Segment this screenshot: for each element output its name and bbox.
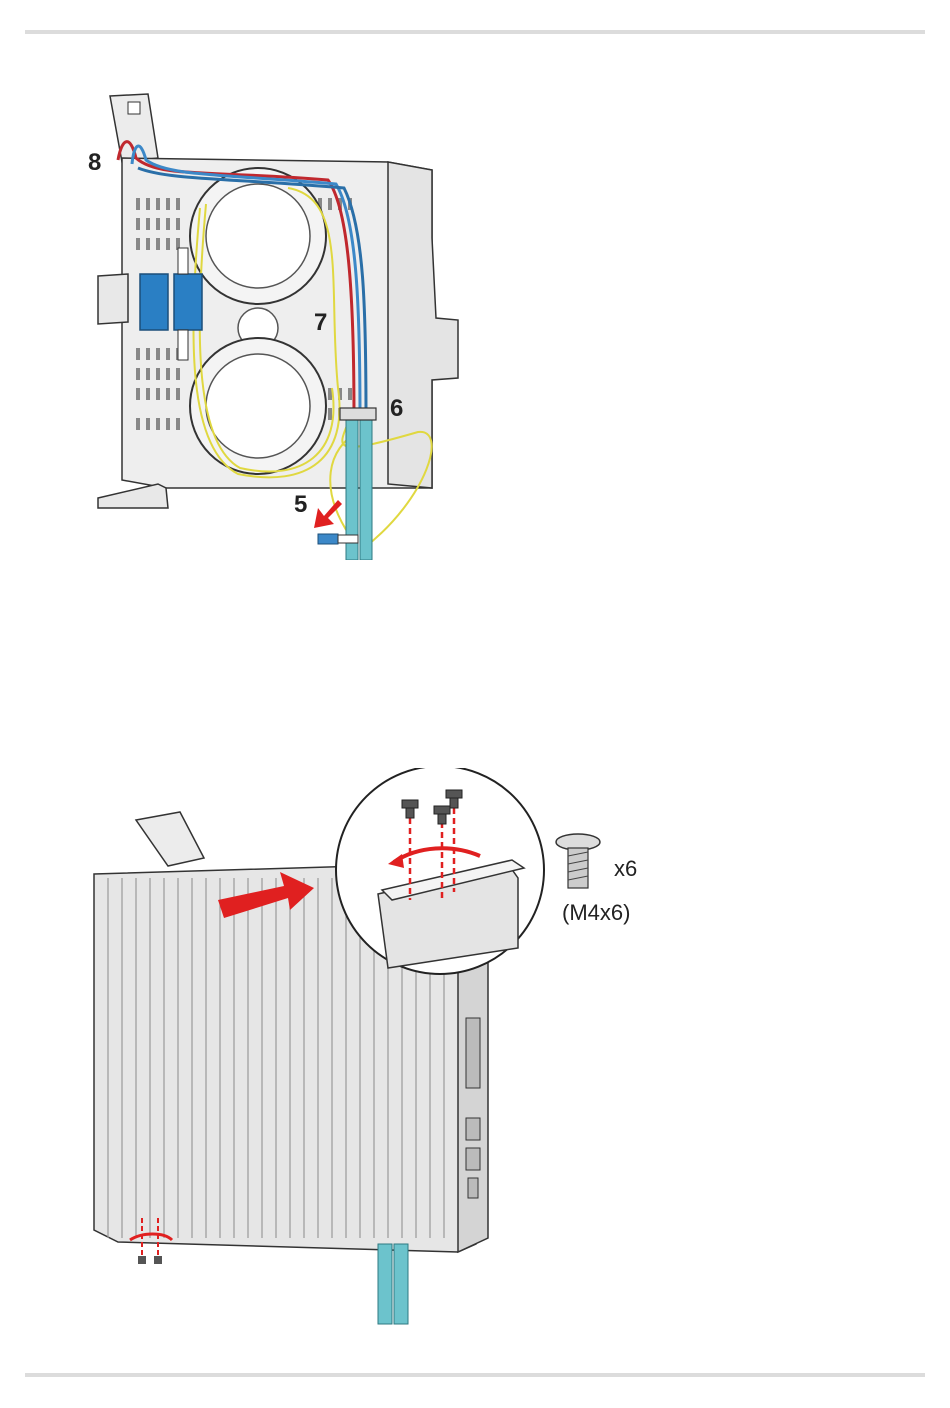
screw-icon [556,834,600,888]
callout-8: 8 [88,149,101,176]
callout-5: 5 [294,491,307,518]
callout-7: 7 [314,309,327,336]
zoom-detail [336,768,544,974]
fiber-tray-illustration: 8 7 6 5 [88,88,468,560]
device-mounting-illustration: x6 (M4x6) [88,768,648,1334]
teal-cables [378,1244,408,1324]
screw-quantity: x6 [614,856,637,881]
callout-6: 6 [390,395,403,422]
top-rule [25,30,925,34]
lc-connector [318,534,358,544]
device-mounting-svg: x6 (M4x6) [88,768,648,1334]
bottom-rule [25,1373,925,1377]
screw-spec: (M4x6) [562,900,630,925]
fiber-tray-svg: 8 7 6 5 [88,88,468,560]
